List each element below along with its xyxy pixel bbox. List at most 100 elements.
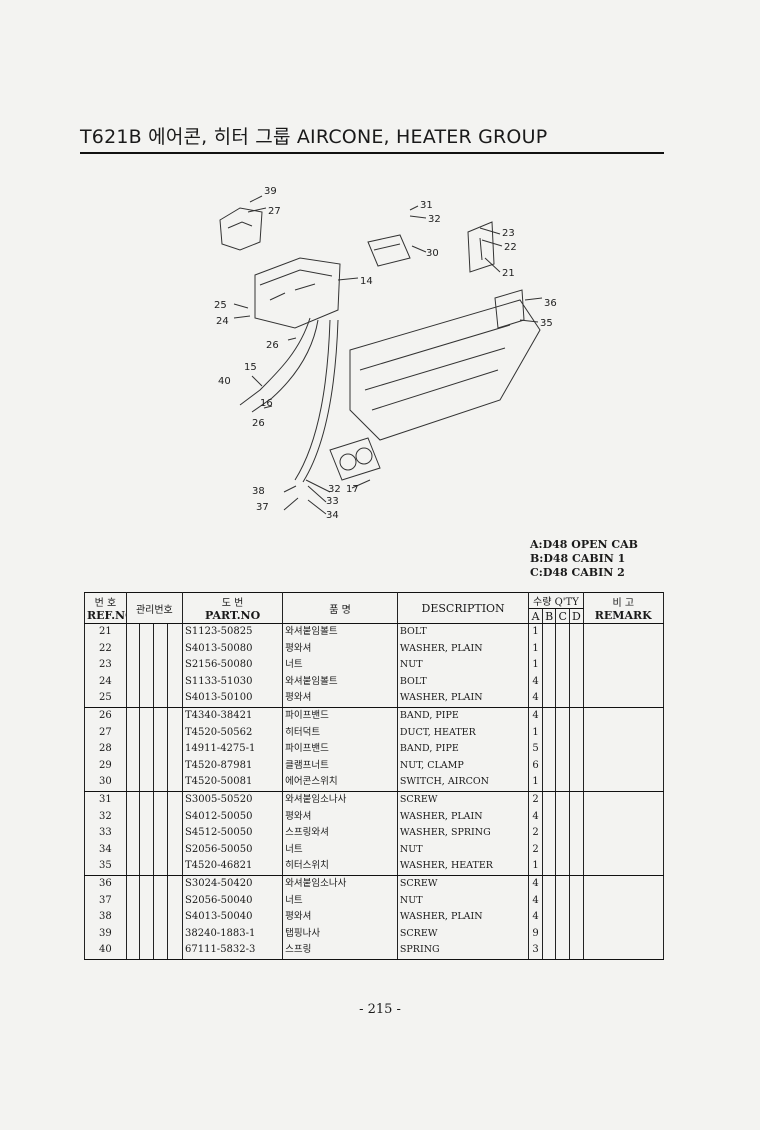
qty-a-cell: 1: [528, 623, 543, 641]
svg-text:30: 30: [426, 248, 439, 259]
mgmt-cell: [125, 774, 141, 792]
part-number-cell: S2156-50080: [181, 657, 284, 674]
mgmt-cell: [139, 791, 154, 809]
header-description: DESCRIPTION: [396, 592, 530, 624]
remark-cell: [582, 741, 665, 758]
remark-cell: [582, 841, 665, 859]
mgmt-cell: [125, 657, 141, 674]
qty-b-cell: [541, 925, 557, 943]
qty-d-cell: [568, 841, 584, 859]
svg-text:22: 22: [504, 242, 517, 253]
mgmt-cell: [152, 640, 169, 658]
qty-d-cell: [568, 757, 584, 775]
qty-d-cell: [568, 640, 584, 658]
ref-cell: 27: [84, 724, 127, 742]
remark-cell: [582, 724, 665, 742]
qty-a-cell: 4: [528, 690, 543, 708]
mgmt-cell: [139, 757, 154, 775]
svg-text:27: 27: [268, 206, 281, 217]
description-cell: WASHER, PLAIN: [396, 909, 530, 926]
mgmt-cell: [139, 707, 154, 725]
part-number-cell: S3024-50420: [181, 875, 284, 893]
korean-name-cell: 히터스위치: [282, 858, 398, 876]
qty-a-cell: 2: [528, 841, 543, 859]
part-number-cell: S4012-50050: [181, 808, 284, 826]
mgmt-cell: [139, 875, 154, 893]
mgmt-cell: [139, 909, 154, 926]
mgmt-cell: [139, 942, 154, 960]
mgmt-cell: [167, 640, 183, 658]
qty-c-cell: [555, 774, 570, 792]
mgmt-cell: [139, 690, 154, 708]
qty-a-cell: 9: [528, 925, 543, 943]
mgmt-cell: [125, 724, 141, 742]
description-cell: NUT: [396, 841, 530, 859]
svg-text:35: 35: [540, 318, 553, 329]
qty-b-cell: [541, 942, 557, 960]
qty-d-cell: [568, 892, 584, 910]
description-cell: BOLT: [396, 623, 530, 641]
svg-text:21: 21: [502, 268, 515, 279]
korean-name-cell: 와셔붙임볼트: [282, 673, 398, 691]
mgmt-cell: [152, 942, 169, 960]
cab-variant-legend: A:D48 OPEN CAB B:D48 CABIN 1 C:D48 CABIN…: [530, 538, 638, 580]
svg-text:24: 24: [216, 316, 229, 327]
qty-d-cell: [568, 858, 584, 876]
mgmt-cell: [139, 724, 154, 742]
qty-c-cell: [555, 875, 570, 893]
mgmt-cell: [139, 841, 154, 859]
mgmt-cell: [167, 657, 183, 674]
qty-a-cell: 6: [528, 757, 543, 775]
legend-a: A:D48 OPEN CAB: [530, 538, 638, 551]
ref-cell: 37: [84, 892, 127, 910]
mgmt-cell: [152, 623, 169, 641]
remark-cell: [582, 808, 665, 826]
mgmt-cell: [167, 841, 183, 859]
qty-c-cell: [555, 808, 570, 826]
qty-b-cell: [541, 875, 557, 893]
mgmt-cell: [139, 892, 154, 910]
qty-d-cell: [568, 808, 584, 826]
qty-a-cell: 1: [528, 724, 543, 742]
qty-d-cell: [568, 942, 584, 960]
mgmt-cell: [152, 925, 169, 943]
remark-cell: [582, 892, 665, 910]
part-number-cell: S4512-50050: [181, 825, 284, 842]
mgmt-cell: [167, 858, 183, 876]
description-cell: NUT: [396, 657, 530, 674]
ref-cell: 25: [84, 690, 127, 708]
qty-a-cell: 2: [528, 791, 543, 809]
qty-b-cell: [541, 791, 557, 809]
svg-text:23: 23: [502, 228, 515, 239]
part-number-cell: T4520-87981: [181, 757, 284, 775]
korean-name-cell: 평와셔: [282, 909, 398, 926]
remark-cell: [582, 791, 665, 809]
description-cell: BOLT: [396, 673, 530, 691]
ref-cell: 39: [84, 925, 127, 943]
qty-c-cell: [555, 909, 570, 926]
part-number-cell: S3005-50520: [181, 791, 284, 809]
ref-cell: 30: [84, 774, 127, 792]
svg-text:38: 38: [252, 486, 265, 497]
description-cell: WASHER, PLAIN: [396, 808, 530, 826]
qty-c-cell: [555, 925, 570, 943]
svg-text:33: 33: [326, 496, 339, 507]
mgmt-cell: [125, 841, 141, 859]
remark-cell: [582, 757, 665, 775]
header-remark: 비 고 REMARK: [582, 592, 665, 624]
mgmt-cell: [152, 774, 169, 792]
description-cell: SWITCH, AIRCON: [396, 774, 530, 792]
korean-name-cell: 와셔붙임볼트: [282, 623, 398, 641]
mgmt-cell: [152, 875, 169, 893]
mgmt-cell: [139, 808, 154, 826]
qty-d-cell: [568, 690, 584, 708]
mgmt-cell: [152, 657, 169, 674]
qty-d-cell: [568, 673, 584, 691]
